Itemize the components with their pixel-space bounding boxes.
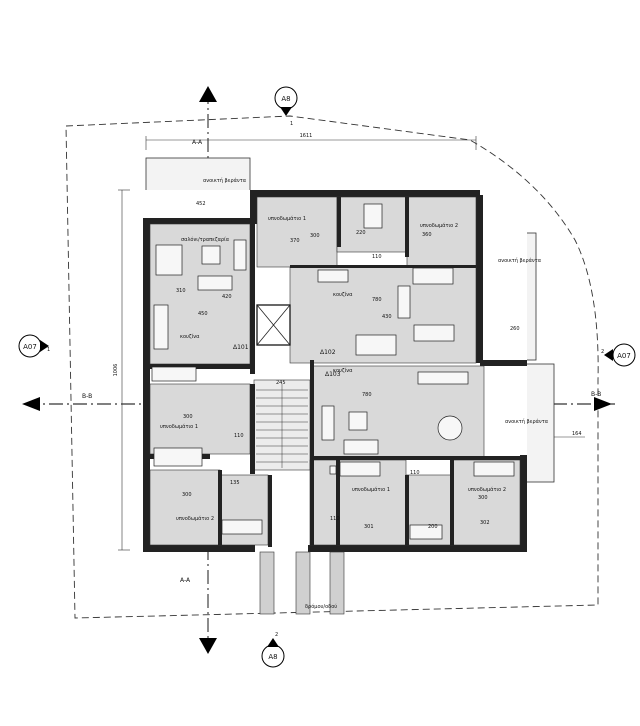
svg-text:450: 450 [198,311,208,317]
marker-right-label: A07 [617,352,631,360]
marker-left-number: 1 [47,347,50,353]
room-bedroom2-left [149,469,221,546]
label-bedroom1-top: υπνοδωμάτιο 1 [268,215,306,222]
room-bedroom2-top [406,196,477,268]
svg-text:164: 164 [572,431,582,437]
marker-right-number: 2 [601,349,604,355]
svg-text:110: 110 [410,470,420,476]
room-bath-left [219,474,269,546]
right-offset-dimension: 164 [553,431,585,438]
interior-dimensions: 452 370 300 220 360 110 780 430 450 420 … [176,201,520,530]
label-apt-102: Δ102 [320,349,336,356]
stair-treads [256,384,308,468]
svg-text:1006: 1006 [113,364,119,377]
room-bedroom1-top [256,196,338,268]
svg-text:780: 780 [372,297,382,303]
svg-text:110: 110 [330,516,340,522]
entrance-paths [259,551,345,615]
section-arrow-bb-right [594,397,612,411]
label-kitchen-lower: κουζίνα [333,367,353,374]
overall-width-dimension: 1611 [145,133,477,150]
overall-height-dimension: 1006 [113,189,130,551]
svg-text:310: 310 [176,288,186,294]
room-bedroom1-left [149,383,251,455]
svg-text:245: 245 [276,380,286,386]
marker-left-label: A07 [23,343,37,351]
label-kitchen-left: κουζίνα [180,333,200,340]
elevator-shaft [256,304,291,346]
section-arrow-aa-bottom [199,638,217,654]
elevation-marker-bottom: A8 2 [261,632,285,668]
label-apt-103: Δ103 [325,371,341,378]
svg-text:260: 260 [510,326,520,332]
label-living: σαλόνι/τραπεζαρία [181,236,230,243]
svg-text:135: 135 [230,480,240,486]
svg-text:110: 110 [372,254,382,260]
svg-text:1611: 1611 [300,133,313,139]
label-veranda-tr: ανοικτή βεράντα [498,257,542,264]
section-label-aa-bottom: A-A [180,577,191,584]
svg-text:300: 300 [478,495,488,501]
section-label-bb-left: B-B [82,393,92,400]
svg-text:420: 420 [222,294,232,300]
svg-text:452: 452 [196,201,206,207]
furniture [151,203,515,540]
label-kitchen-right: κουζίνα [333,291,353,298]
label-veranda-tl: ανοικτή βεράντα [203,177,247,184]
svg-text:302: 302 [480,520,490,526]
svg-text:220: 220 [356,230,366,236]
label-veranda-r: ανοικτή βεράντα [505,418,549,425]
svg-text:370: 370 [290,238,300,244]
svg-text:300: 300 [310,233,320,239]
section-arrow-bb-left [22,397,40,411]
marker-bottom-number: 2 [275,632,278,638]
label-bedroom1-left: υπνοδωμάτιο 1 [160,423,198,430]
svg-text:430: 430 [382,314,392,320]
label-road: δρόμου/οδού [305,603,337,610]
label-bedroom2-left: υπνοδωμάτιο 2 [176,515,214,522]
label-apt-101: Δ101 [233,344,249,351]
section-label-aa-top: A-A [192,139,203,146]
elevation-marker-right: A07 2 [601,343,636,367]
svg-text:360: 360 [422,232,432,238]
elevation-marker-left: A07 1 [18,334,50,358]
svg-text:110: 110 [234,433,244,439]
label-bedroom1-right: υπνοδωμάτιο 1 [352,486,390,493]
svg-text:200: 200 [428,524,438,530]
elevation-marker-top: A8 1 [274,86,298,127]
section-label-bb-right: B-B [591,391,601,398]
svg-text:300: 300 [182,492,192,498]
plot-boundary [65,115,599,619]
marker-bottom-label: A8 [268,653,277,661]
marker-top-number: 1 [290,121,293,127]
svg-text:780: 780 [362,392,372,398]
svg-text:301: 301 [364,524,374,530]
section-arrow-aa-top [199,86,217,102]
interior-walls [150,197,522,547]
label-bedroom2-right: υπνοδωμάτιο 2 [468,486,506,493]
svg-text:300: 300 [183,414,193,420]
label-bedroom2-top: υπνοδωμάτιο 2 [420,222,458,229]
marker-top-label: A8 [281,95,290,103]
